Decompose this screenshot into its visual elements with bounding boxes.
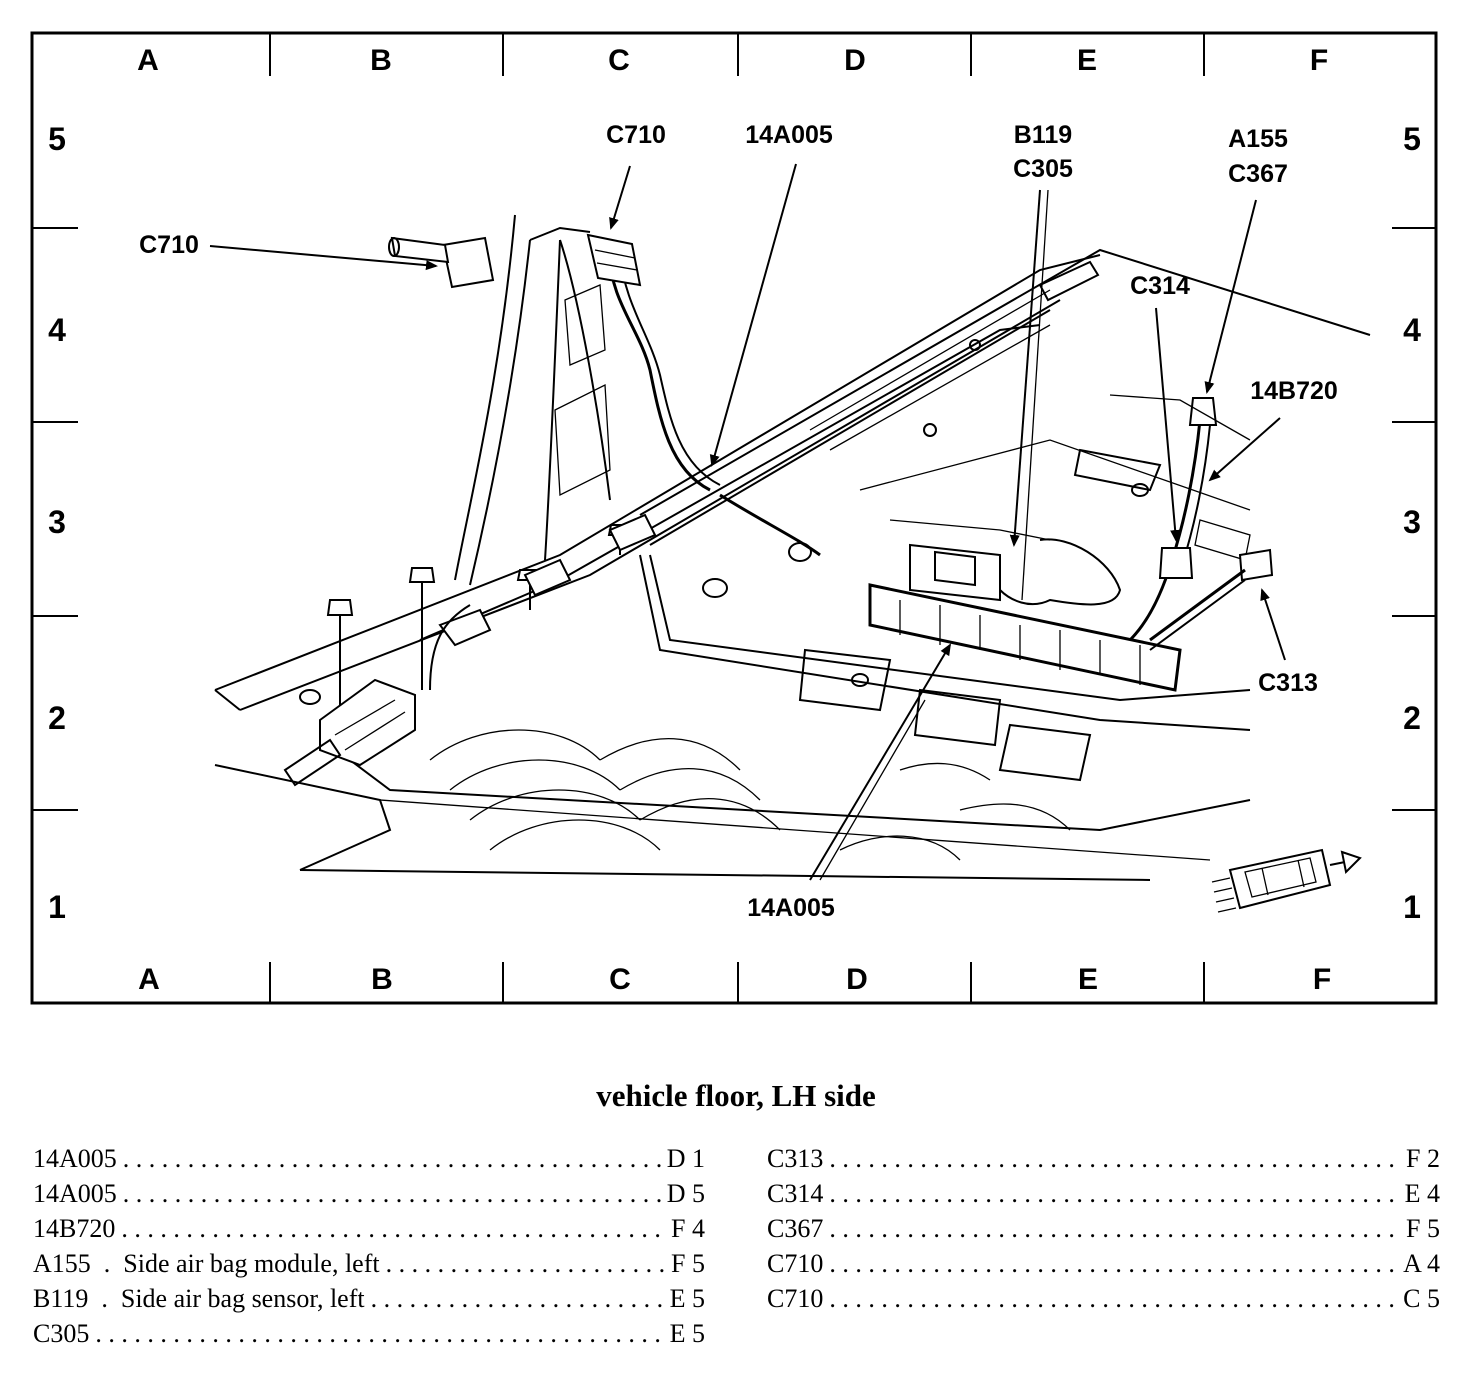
legend-label: C314 [767, 1179, 824, 1208]
grid-col-e-bottom: E [1078, 963, 1098, 996]
grid-row-1-left: 1 [48, 889, 66, 925]
grid-row-2-left: 2 [48, 700, 66, 736]
legend-location: E 4 [1404, 1179, 1440, 1208]
legend-leader-dots [829, 1284, 1397, 1314]
grid-col-c-bottom: C [609, 963, 631, 996]
legend-leader-dots [829, 1144, 1400, 1174]
grid-row-5-right: 5 [1403, 121, 1421, 157]
legend-label: 14A005 [33, 1179, 117, 1208]
legend-leader-dots [829, 1249, 1397, 1279]
grid-col-c-top: C [608, 44, 630, 77]
vehicle-orientation-icon [1211, 848, 1362, 913]
row-ticks [32, 227, 1436, 811]
legend-row: C367 F 5 [767, 1214, 1440, 1249]
callout-14b720: 14B720 [1250, 377, 1338, 405]
legend-row: 14B720 F 4 [33, 1214, 705, 1249]
legend-label: 14A005 [33, 1144, 117, 1173]
legend-location: F 2 [1406, 1144, 1440, 1173]
callout-c367: C367 [1228, 160, 1288, 188]
legend-label: C305 [33, 1319, 90, 1348]
callout-14a005-lower: 14A005 [747, 894, 835, 922]
grid-col-a-bottom: A [138, 963, 160, 996]
callout-leaders [209, 163, 1286, 881]
grid-col-a-top: A [137, 44, 159, 77]
locator-diagram: A B C D E F A B C D E F 5 4 3 2 1 5 4 3 … [30, 31, 1438, 1005]
legend-row: B119 . Side air bag sensor, left E 5 [33, 1284, 705, 1319]
grid-col-e-top: E [1077, 44, 1097, 77]
diagram-caption: vehicle floor, LH side [596, 1078, 876, 1113]
callout-14a005-upper: 14A005 [745, 121, 833, 149]
callout-c313: C313 [1258, 669, 1318, 697]
legend-row: C313 F 2 [767, 1144, 1440, 1179]
grid-row-3-right: 3 [1403, 504, 1421, 540]
grid-row-5-left: 5 [48, 121, 66, 157]
legend-label: C710 [767, 1249, 824, 1278]
legend-location: A 4 [1403, 1249, 1440, 1278]
grid-row-1-right: 1 [1403, 889, 1421, 925]
diagram-frame [30, 31, 1438, 1005]
legend-location: D 1 [666, 1144, 705, 1173]
legend-leader-dots [371, 1284, 664, 1314]
legend-right-column: C313 F 2 C314 E 4 C367 F 5 C710 A 4 C710… [767, 1144, 1440, 1319]
callout-c710-left: C710 [139, 231, 199, 259]
legend-leader-dots [386, 1249, 665, 1279]
grid-col-b-top: B [370, 44, 392, 77]
vehicle-floor-drawing [214, 214, 1371, 881]
grid-col-b-bottom: B [371, 963, 393, 996]
legend-row: 14A005 D 1 [33, 1144, 705, 1179]
legend-leader-dots [95, 1319, 663, 1349]
legend-row: C710 C 5 [767, 1284, 1440, 1319]
legend-leader-dots [829, 1214, 1400, 1244]
callout-b119: B119 [1014, 121, 1072, 149]
grid-col-d-bottom: D [846, 963, 868, 996]
legend-location: F 4 [671, 1214, 705, 1243]
callout-a155: A155 [1228, 125, 1288, 153]
legend-leader-dots [123, 1179, 661, 1209]
callout-c314: C314 [1130, 272, 1190, 300]
legend-label: A155 . Side air bag module, left [33, 1249, 380, 1278]
legend-location: C 5 [1403, 1284, 1440, 1313]
legend-location: F 5 [671, 1249, 705, 1278]
grid-col-f-bottom: F [1313, 963, 1331, 996]
legend-leader-dots [121, 1214, 665, 1244]
legend-label: C313 [767, 1144, 824, 1173]
legend-row: 14A005 D 5 [33, 1179, 705, 1214]
legend-row: A155 . Side air bag module, left F 5 [33, 1249, 705, 1284]
callout-c710-upper: C710 [606, 121, 666, 149]
legend-location: E 5 [669, 1284, 705, 1313]
column-ticks [269, 33, 1205, 1003]
callout-c305: C305 [1013, 155, 1073, 183]
legend-leader-dots [829, 1179, 1398, 1209]
legend-location: D 5 [666, 1179, 705, 1208]
legend-label: C367 [767, 1214, 824, 1243]
legend-location: E 5 [669, 1319, 705, 1348]
legend-row: C314 E 4 [767, 1179, 1440, 1214]
grid-col-d-top: D [844, 44, 866, 77]
legend-label: B119 . Side air bag sensor, left [33, 1284, 365, 1313]
legend-leader-dots [123, 1144, 661, 1174]
legend-row: C710 A 4 [767, 1249, 1440, 1284]
legend-left-column: 14A005 D 1 14A005 D 5 14B720 F 4 A155 . … [33, 1144, 705, 1354]
legend-location: F 5 [1406, 1214, 1440, 1243]
grid-row-2-right: 2 [1403, 700, 1421, 736]
grid-row-3-left: 3 [48, 504, 66, 540]
grid-row-4-right: 4 [1403, 312, 1421, 348]
legend-row: C305 E 5 [33, 1319, 705, 1354]
legend-label: C710 [767, 1284, 824, 1313]
grid-col-f-top: F [1310, 44, 1328, 77]
legend-label: 14B720 [33, 1214, 116, 1243]
grid-row-4-left: 4 [48, 312, 66, 348]
